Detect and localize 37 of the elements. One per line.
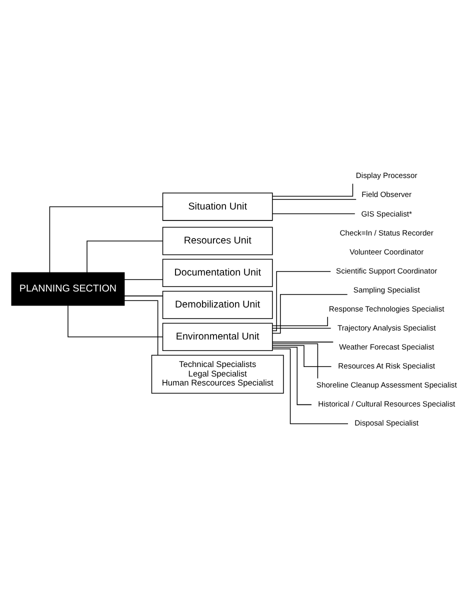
connector — [124, 300, 158, 356]
connector — [272, 343, 318, 379]
connector — [272, 348, 348, 424]
node-text: Scientific Support Coordinator — [336, 266, 438, 276]
connector — [272, 271, 332, 332]
node-text: Sampling Specialist — [353, 285, 420, 294]
connector — [49, 206, 163, 273]
node-box: Technical Specialists Legal Specialist Human Rescources Specialist — [151, 354, 284, 394]
connector — [272, 346, 312, 406]
label: Check=In / Status Recorder — [340, 228, 434, 238]
connector — [272, 213, 356, 214]
connector — [272, 316, 328, 326]
node-text: Field Observer — [362, 190, 412, 200]
label: Volunteer Coordinator — [350, 247, 424, 256]
node-box: Demobilization Unit — [162, 290, 273, 320]
node-box: PLANNING SECTION — [11, 272, 125, 306]
node-text: Shoreline Cleanup Assessment Specialist — [316, 380, 457, 390]
connector — [272, 328, 332, 329]
node-text: Disposal Specialist — [354, 418, 419, 428]
node-text: Resources At Risk Specialist — [338, 362, 436, 371]
node-text: Trajectory Analysis Specialist — [337, 323, 436, 332]
node-box: Situation Unit — [162, 192, 273, 221]
connector — [272, 345, 332, 367]
node-text: Response Technologies Specialist — [328, 304, 444, 314]
node-text: Display Processor — [356, 171, 418, 180]
node-text: Historical / Cultural Resources Specialist — [318, 400, 456, 409]
connector — [272, 294, 348, 334]
node-box: Environmental Unit — [162, 322, 273, 351]
connector — [124, 279, 163, 280]
connector — [68, 305, 164, 338]
connector — [272, 183, 354, 197]
connector — [272, 199, 356, 200]
connector — [86, 240, 163, 273]
node-text: GIS Specialist* — [361, 209, 412, 218]
node-box: Resources Unit — [162, 226, 273, 256]
node-text: Weather Forecast Specialist — [339, 342, 434, 352]
node-box: Documentation Unit — [162, 258, 273, 288]
